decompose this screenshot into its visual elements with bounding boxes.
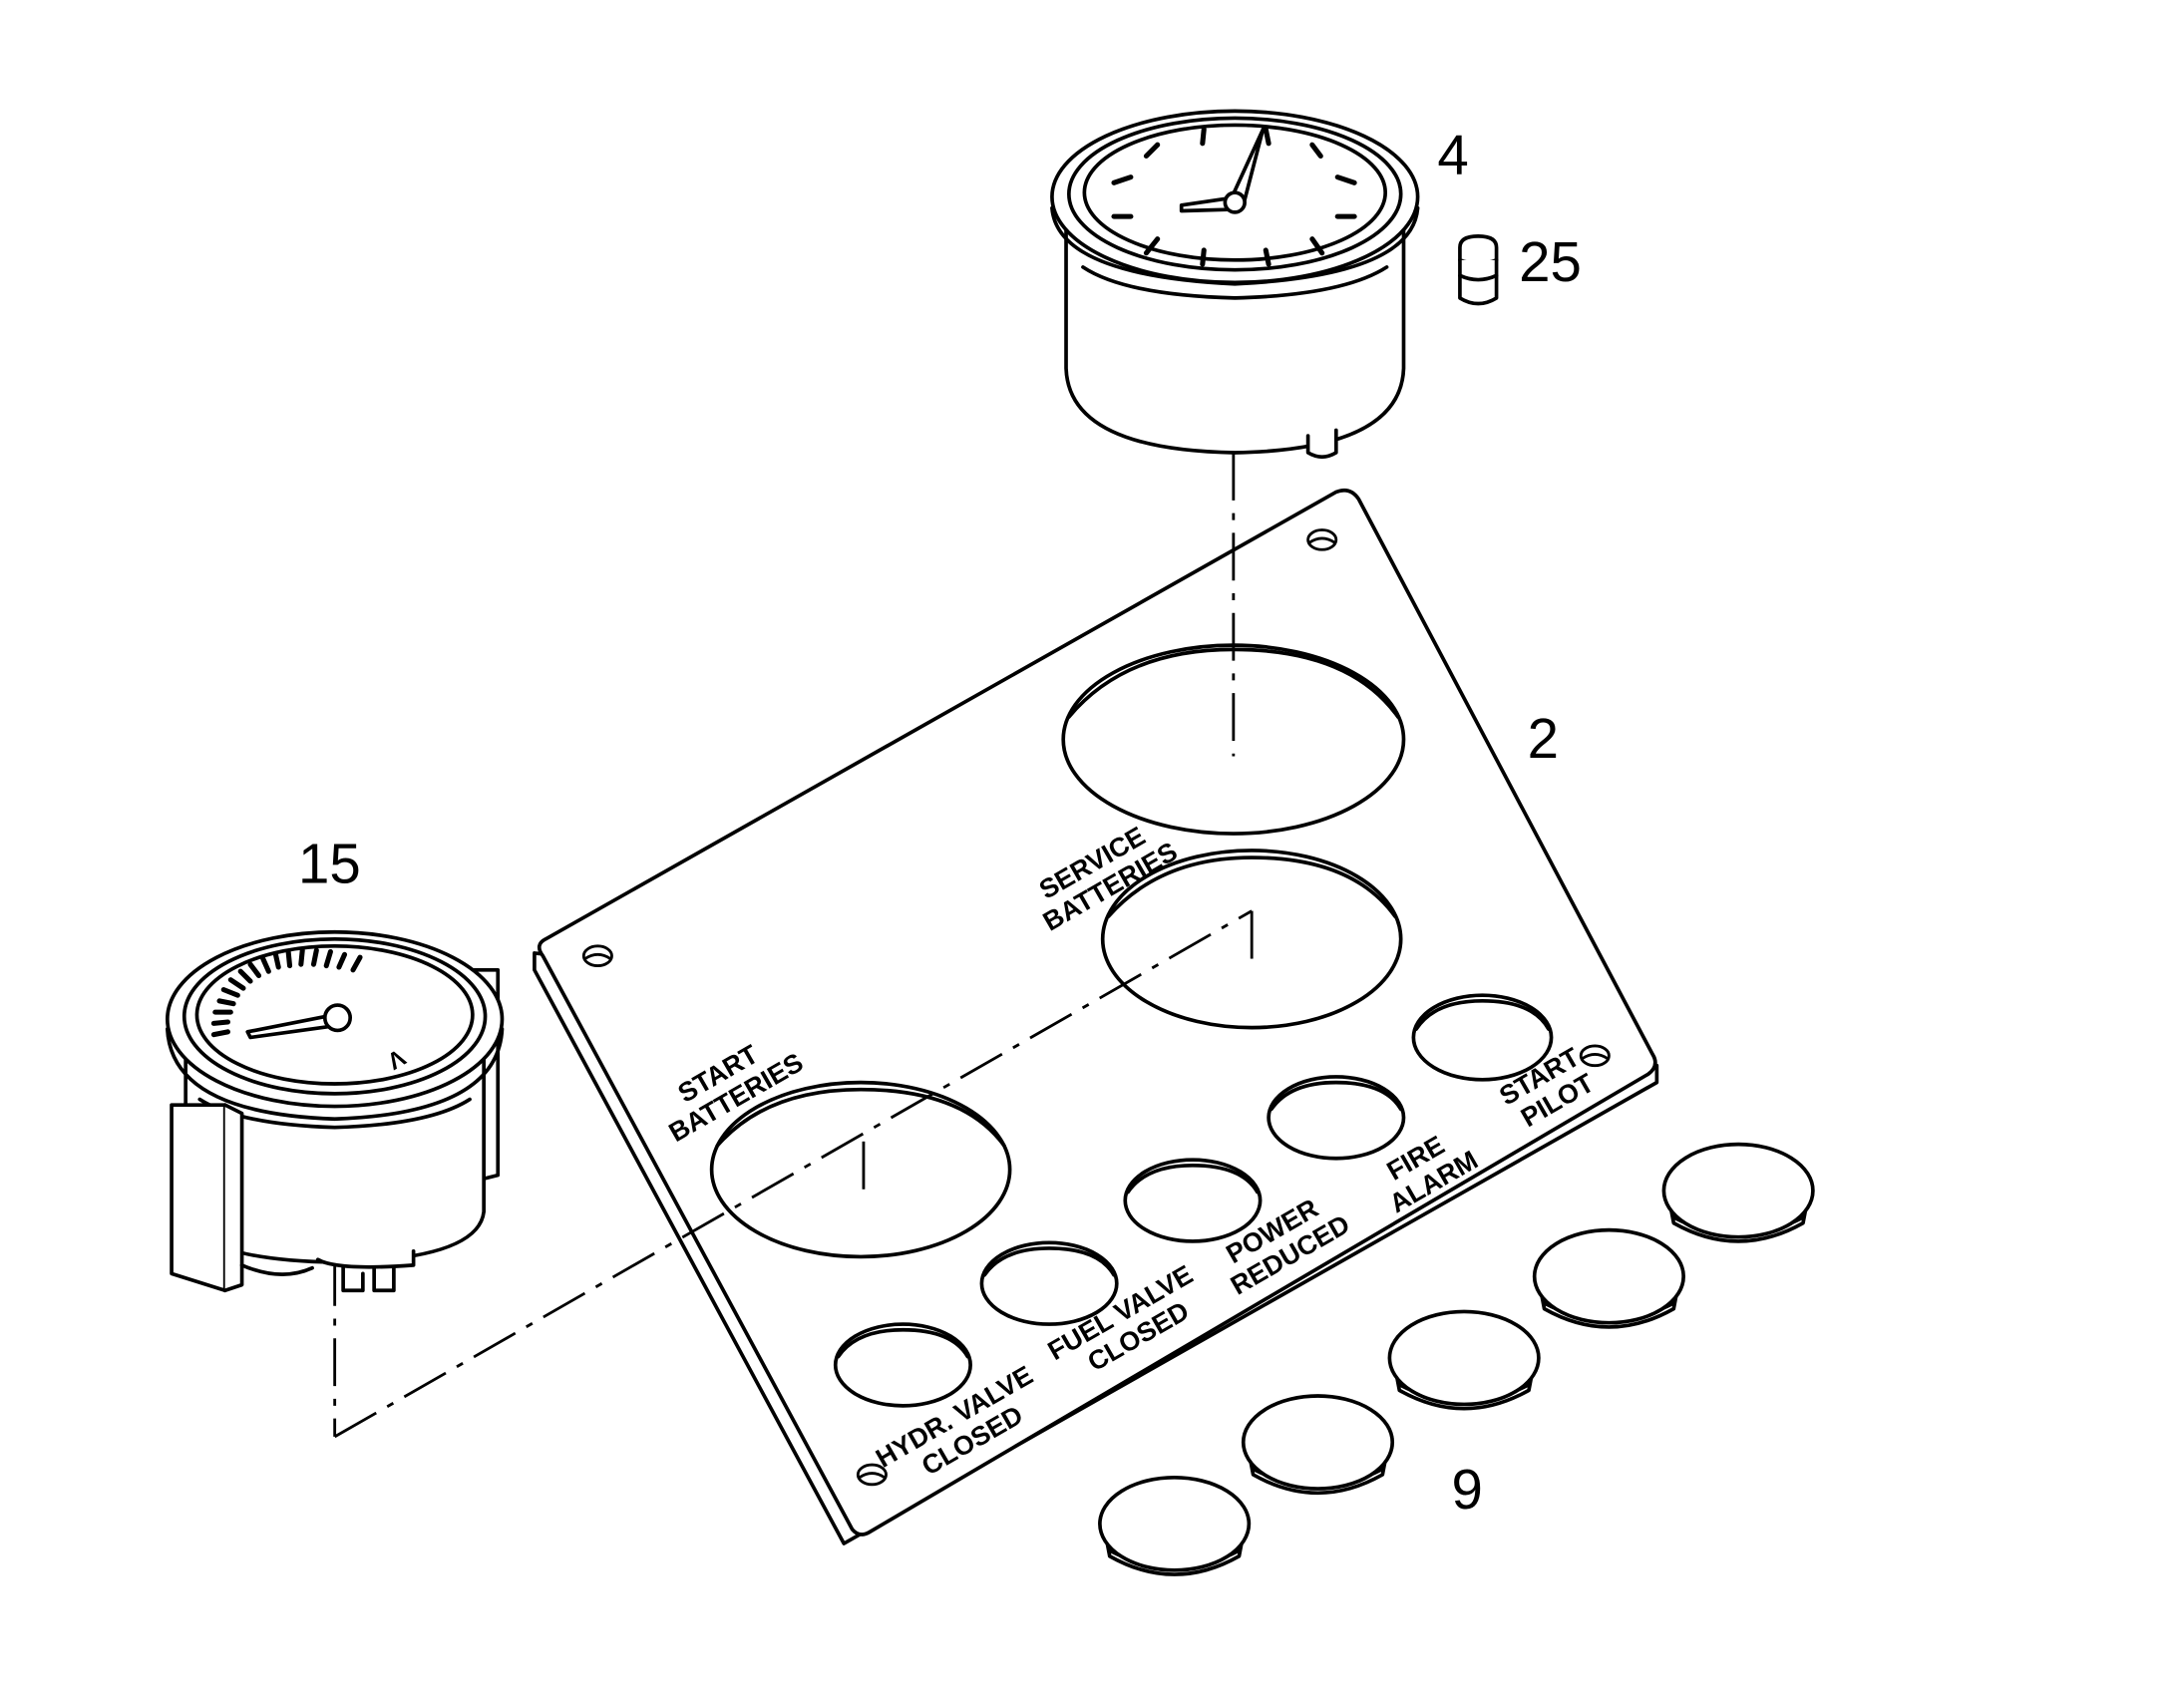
lens-cap [1532,1227,1685,1329]
panel-cutout-start-batteries [709,1080,1012,1259]
mounting-hole [856,1463,888,1487]
lens-cap [1387,1309,1541,1411]
bulb [1458,234,1499,306]
callout-2: 2 [1528,707,1559,770]
mounting-hole [1579,1044,1611,1068]
clock-gauge [1050,109,1420,460]
lens-cap [1241,1394,1395,1496]
mounting-hole [1306,528,1338,551]
instrument-panel: SERVICE BATTERIES START BATTERIES START … [533,488,1659,1545]
clock-hands [1179,127,1266,214]
clock-hour-marks [1111,127,1357,267]
mounting-hole [581,944,613,967]
callout-9: 9 [1451,1458,1482,1521]
lens-cap [1661,1142,1815,1243]
panel-cutout-service-batteries [1100,849,1403,1030]
panel-cutout-power-reduced [1123,1158,1263,1243]
panel-cutout-fuel-valve [979,1240,1119,1326]
lens-cap [1098,1475,1252,1576]
callout-25: 25 [1519,230,1582,293]
panel-cutout-start-pilot [1411,993,1554,1082]
panel-cutout-fire-alarm [1267,1075,1406,1161]
voltmeter-scale [210,947,363,1038]
callout-4: 4 [1437,124,1468,186]
voltmeter-needle [245,1003,353,1040]
assembly-centerlines [333,452,1254,1439]
voltmeter-gauge: V [165,929,505,1293]
lens-caps [1098,1142,1815,1576]
panel-cutout-hydr-valve [833,1322,972,1408]
callout-15: 15 [298,832,361,894]
